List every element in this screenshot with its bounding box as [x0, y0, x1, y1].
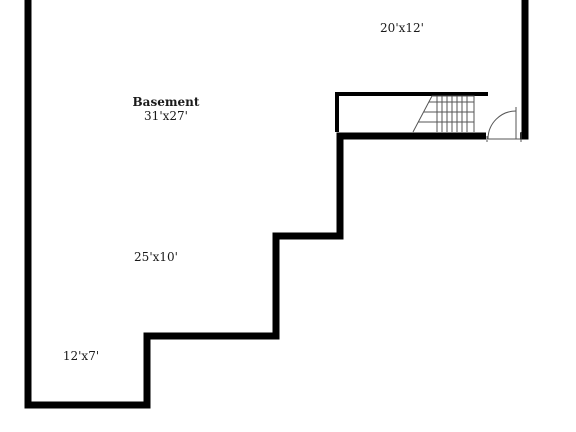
room-dimensions-lower-left: 12'x7': [62, 349, 100, 363]
stair-outline: [412, 95, 475, 133]
room-name-basement: Basement: [132, 95, 200, 109]
room-dimensions-basement: 31'x27': [144, 109, 188, 123]
stair-enclosure-wall: [335, 92, 488, 132]
staircase: [412, 95, 475, 133]
door-swing: [486, 107, 522, 142]
room-dimensions-upper-right: 20'x12': [380, 21, 424, 35]
room-dimensions-middle: 25'x10': [134, 250, 178, 264]
exterior-wall: [24, 0, 486, 409]
right-wall: [520, 0, 529, 140]
